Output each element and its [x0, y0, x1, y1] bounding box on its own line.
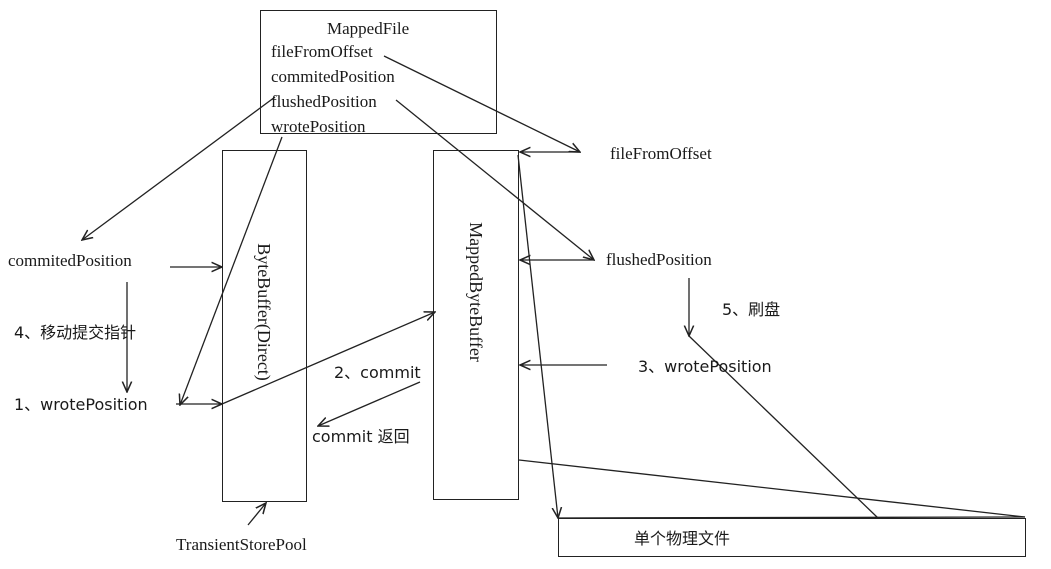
mapped-byte-buffer-box [433, 150, 519, 500]
arrow-pool-to-bytebuffer [247, 503, 266, 526]
byte-buffer-direct-label: ByteBuffer(Direct) [254, 243, 274, 381]
arrow-mf-wrote-to-left-wrote [180, 136, 283, 405]
commit-label: 2、commit [334, 363, 421, 382]
arrow-mf-fromoffset-to-right-fromoffset [383, 55, 580, 152]
line-mappedbytebuffer-to-file-right [518, 459, 1026, 518]
transient-store-pool-label: TransientStorePool [176, 535, 307, 554]
arrow-mf-commited-to-left-commited [82, 96, 276, 240]
flush-disk-label: 5、刷盘 [722, 300, 781, 319]
arrow-mf-flushed-to-right-flushed [395, 99, 594, 260]
physical-file-label: 单个物理文件 [634, 529, 731, 548]
commit-return-label: commit 返回 [312, 427, 410, 446]
commited-position-left-label: commitedPosition [8, 251, 132, 270]
byte-buffer-direct-box [222, 150, 307, 502]
move-commit-pointer-label: 4、移动提交指针 [14, 323, 137, 342]
wrote-position-right-label: 3、wrotePosition [638, 357, 772, 376]
mapped-file-title: MappedFile [327, 19, 410, 38]
mapped-file-field-wrote-position: wrotePosition [271, 117, 366, 136]
line-file-top [557, 516, 1026, 519]
mapped-file-field-file-from-offset: fileFromOffset [271, 42, 373, 61]
mapped-file-box: MappedFile fileFromOffset commitedPositi… [260, 10, 497, 136]
arrow-commit-return [318, 381, 421, 426]
wrote-position-left-label: 1、wrotePosition [14, 395, 148, 414]
arrow-mappedbytebuffer-to-file [517, 154, 558, 518]
mapped-file-field-flushed-position: flushedPosition [271, 92, 377, 111]
arrow-commit-to-mappedbytebuffer [221, 312, 435, 405]
file-from-offset-right-label: fileFromOffset [610, 144, 712, 163]
mapped-file-field-commited-position: commitedPosition [271, 67, 395, 86]
flushed-position-right-label: flushedPosition [606, 250, 712, 269]
mapped-byte-buffer-label: MappedByteBuffer [466, 222, 486, 362]
physical-file-box [558, 518, 1026, 557]
line-flush-to-file [688, 335, 879, 519]
